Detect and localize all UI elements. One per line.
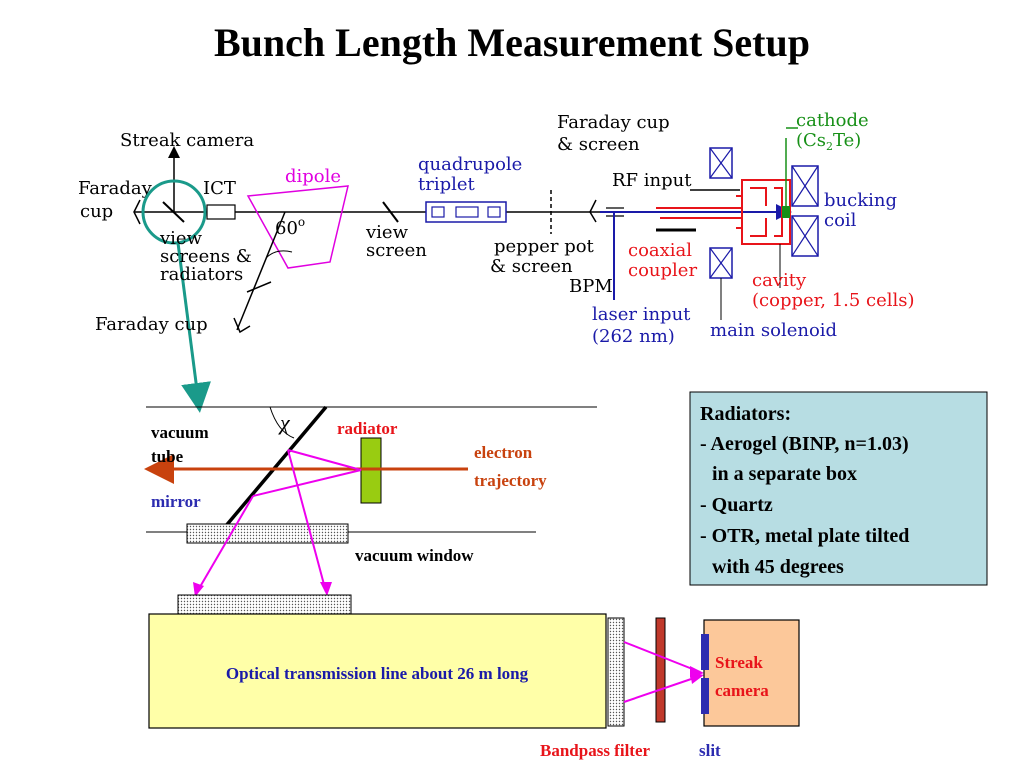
vacuum-window [186, 523, 349, 544]
label-electron-2: trajectory [474, 471, 547, 490]
label-ict: ICT [203, 178, 236, 199]
light-rays [193, 449, 362, 597]
beamline-schematic: Streak camera Faraday cup ICT view scree… [78, 110, 915, 413]
bucking-coil-boxes [791, 165, 819, 257]
info-line-1: - Aerogel (BINP, n=1.03) [700, 433, 909, 455]
radiator-detail: χ radiator electron trajectory vacuum tu… [144, 405, 800, 760]
angle-value: 60 [275, 218, 298, 239]
info-heading: Radiators: [700, 403, 791, 425]
cathode-mark [782, 206, 790, 218]
label-main-solenoid: main solenoid [710, 320, 837, 341]
label-bandpass: Bandpass filter [540, 741, 650, 760]
cathode-formula-b: Te) [833, 130, 861, 151]
main-solenoid-coils [709, 147, 733, 320]
info-box-bg [689, 391, 988, 586]
faraday-cup-bottom-icon [233, 317, 251, 334]
label-laser-1: laser input [592, 304, 691, 325]
cathode-formula-a: (Cs [796, 130, 826, 151]
radiators-info-box: Radiators: - Aerogel (BINP, n=1.03) in a… [689, 391, 988, 586]
label-faraday-left-2: cup [80, 201, 113, 222]
label-angle: 60o [275, 215, 305, 239]
label-view-screen-2: screen [366, 240, 427, 261]
label-cavity-2: (copper, 1.5 cells) [752, 290, 915, 311]
info-line-5: with 45 degrees [712, 556, 844, 578]
label-faraday-bottom: Faraday cup [95, 314, 208, 335]
quad-1 [431, 206, 445, 218]
label-coaxial-1: coaxial [628, 240, 692, 261]
dipole-shape [246, 185, 349, 269]
label-view-screens-3: radiators [160, 264, 243, 285]
label-faraday-top-2: & screen [557, 134, 640, 155]
label-electron-1: electron [474, 443, 533, 462]
mirror-line [212, 405, 328, 542]
label-pepper-pot-1: pepper pot [494, 236, 595, 257]
label-slit: slit [699, 741, 721, 760]
label-pepper-pot-2: & screen [490, 256, 573, 277]
slit-top [701, 634, 709, 670]
label-vacuum-tube-2: tube [151, 447, 184, 466]
label-cathode-2: (Cs2Te) [796, 130, 861, 153]
faraday-cup-top-icon [589, 199, 597, 223]
label-view-screens-1: view [159, 228, 203, 249]
bandpass-filter [655, 617, 666, 723]
label-streak-1: Streak [715, 653, 763, 672]
optical-transmission-line [148, 613, 607, 729]
view-screen-middle-mark [382, 201, 399, 223]
label-bucking-1: bucking [824, 190, 897, 211]
label-chi: χ [278, 410, 291, 435]
page-title: Bunch Length Measurement Setup [214, 20, 810, 65]
cathode-formula-sub: 2 [826, 140, 833, 153]
label-vacuum-tube-1: vacuum [151, 423, 209, 442]
highlight-circle [141, 179, 207, 245]
coaxial-coupler-shape [656, 207, 742, 219]
info-line-3: - Quartz [700, 494, 773, 516]
deflect-screen-mark [246, 281, 272, 293]
info-line-2: in a separate box [712, 463, 857, 485]
label-faraday-top-1: Faraday cup [557, 112, 670, 133]
camera-rays [623, 641, 704, 703]
label-view-screens-2: screens & [160, 246, 252, 267]
quadrupole-box [425, 201, 507, 223]
label-bucking-2: coil [824, 210, 857, 231]
ict-box [206, 204, 236, 220]
label-vacuum-window: vacuum window [355, 546, 474, 565]
label-dipole: dipole [285, 166, 341, 187]
zoom-arrow [176, 242, 211, 413]
label-bpm: BPM [569, 276, 613, 297]
label-streak-camera: Streak camera [120, 130, 254, 151]
quad-2 [455, 206, 479, 218]
label-faraday-left-1: Faraday [78, 178, 153, 199]
label-cavity-1: cavity [752, 270, 807, 291]
label-coaxial-2: coupler [628, 260, 697, 281]
chi-arc [269, 406, 295, 439]
view-screen-mark [162, 201, 185, 223]
cavity-shape [736, 179, 791, 245]
label-rf-input: RF input [612, 170, 692, 191]
label-optical-line: Optical transmission line about 26 m lon… [226, 664, 529, 683]
label-cathode-1: cathode [796, 110, 869, 131]
faraday-cup-left-icon [133, 199, 141, 225]
label-mirror: mirror [151, 492, 201, 511]
label-quadrupole-2: triplet [418, 174, 476, 195]
streak-camera-box [703, 619, 800, 727]
label-view-screen-1: view [365, 222, 409, 243]
quad-3 [487, 206, 501, 218]
label-quadrupole-1: quadrupole [418, 154, 522, 175]
label-radiator: radiator [337, 419, 398, 438]
slit-bottom [701, 678, 709, 714]
optical-entrance-window [177, 594, 352, 615]
angle-arc [265, 250, 293, 259]
label-streak-2: camera [715, 681, 769, 700]
info-line-4: - OTR, metal plate tilted [700, 525, 909, 547]
label-laser-2: (262 nm) [592, 326, 675, 347]
dipole-deflection-line [236, 211, 286, 331]
optical-exit-window [607, 617, 625, 727]
